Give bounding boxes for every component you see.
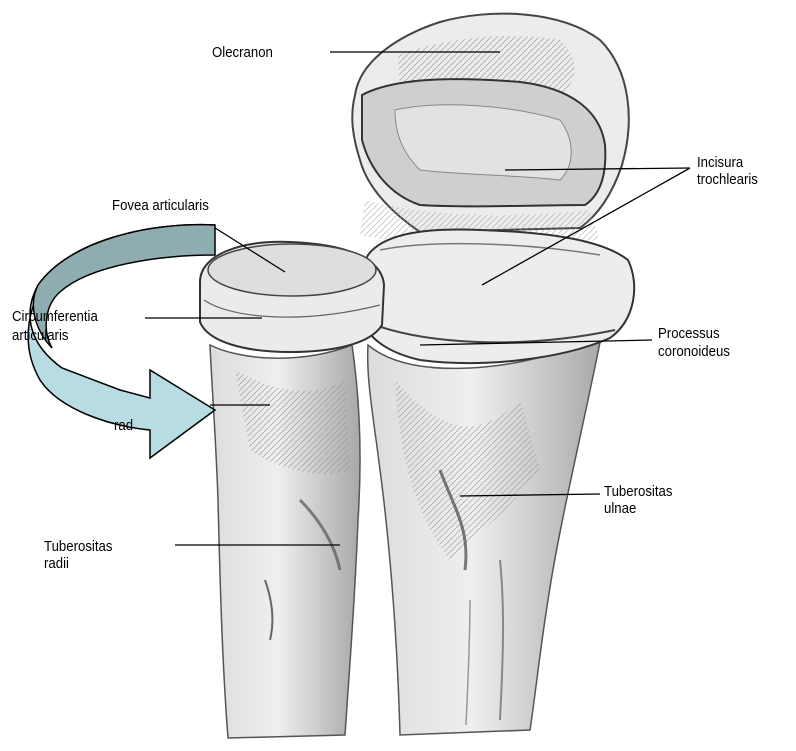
label-olecranon: Olecranon	[212, 45, 273, 60]
label-tuberositas-radii-line1: Tuberositas	[44, 539, 112, 554]
label-incisura-line1: Incisura	[697, 155, 743, 170]
label-circumferentia-line2: articularis	[12, 328, 68, 343]
label-collum-partial: rad	[114, 418, 133, 433]
label-tuberositas-ulnae-line1: Tuberositas	[604, 484, 672, 499]
label-processus-line1: Processus	[658, 326, 720, 341]
label-incisura-line2: trochlearis	[697, 172, 758, 187]
label-processus-line2: coronoideus	[658, 344, 730, 359]
label-circumferentia-line1: Circumferentia	[12, 309, 98, 324]
fovea-articularis	[208, 244, 376, 296]
label-tuberositas-ulnae-line2: ulnae	[604, 501, 636, 516]
label-fovea-articularis: Fovea articularis	[112, 198, 209, 213]
label-tuberositas-radii-line2: radii	[44, 556, 69, 571]
